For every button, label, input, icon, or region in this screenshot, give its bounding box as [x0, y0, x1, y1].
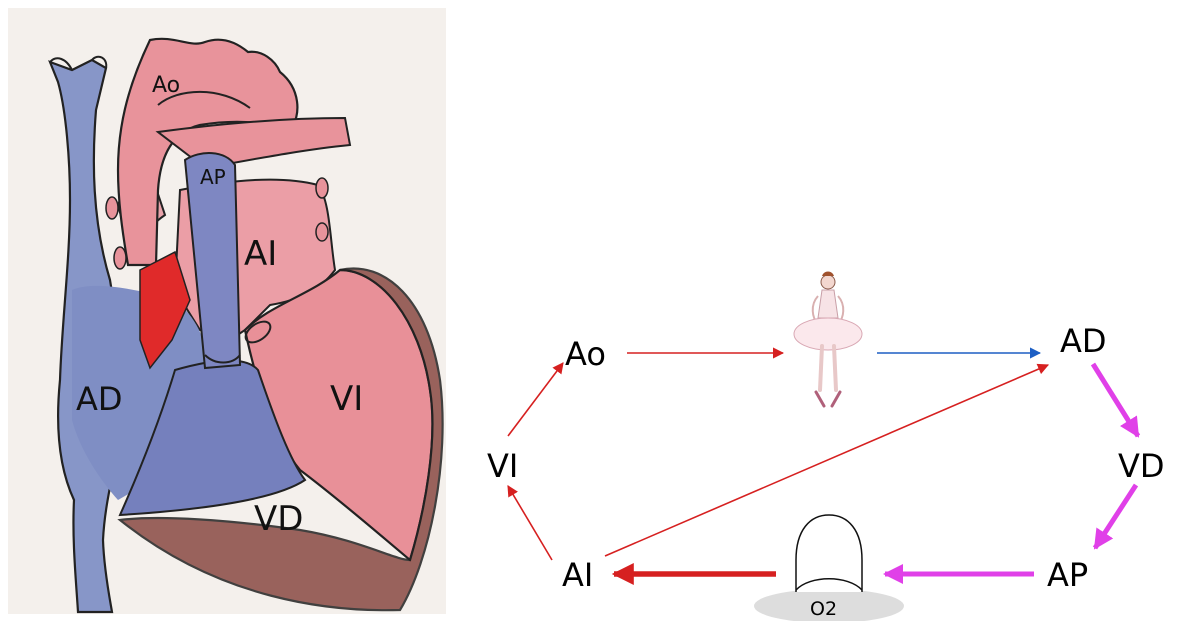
node-vd: VD	[1118, 447, 1165, 485]
vessel-stub-4	[316, 223, 328, 241]
arrow-vi-to-ao	[508, 363, 563, 436]
arrow-ai-to-vi	[508, 486, 552, 560]
node-vi: VI	[487, 447, 518, 485]
heart-label-ap: AP	[200, 165, 226, 189]
o2-label: O2	[810, 598, 837, 620]
arrow-ad-to-vd	[1093, 364, 1138, 436]
node-ad: AD	[1060, 322, 1107, 360]
vessel-stub-2	[114, 247, 126, 269]
heart-label-vd: VD	[254, 499, 303, 539]
heart-label-ao: Ao	[152, 73, 180, 98]
heart-label-ai: AI	[244, 234, 277, 274]
arrow-vd-to-ap	[1095, 485, 1136, 548]
node-ai: AI	[562, 556, 593, 594]
vessel-stub-3	[316, 178, 328, 198]
vessel-stub-1	[106, 197, 118, 219]
ballerina-figure-icon	[794, 272, 862, 407]
node-ap: AP	[1047, 556, 1088, 594]
circulation-diagram: O2 Ao AD VI VD AI AP	[487, 272, 1165, 621]
heart-illustration: Ao AP AI AD VI VD	[8, 8, 446, 614]
heart-label-vi: VI	[330, 379, 363, 419]
heart-label-ad: AD	[76, 380, 123, 418]
node-ao: Ao	[565, 335, 606, 373]
